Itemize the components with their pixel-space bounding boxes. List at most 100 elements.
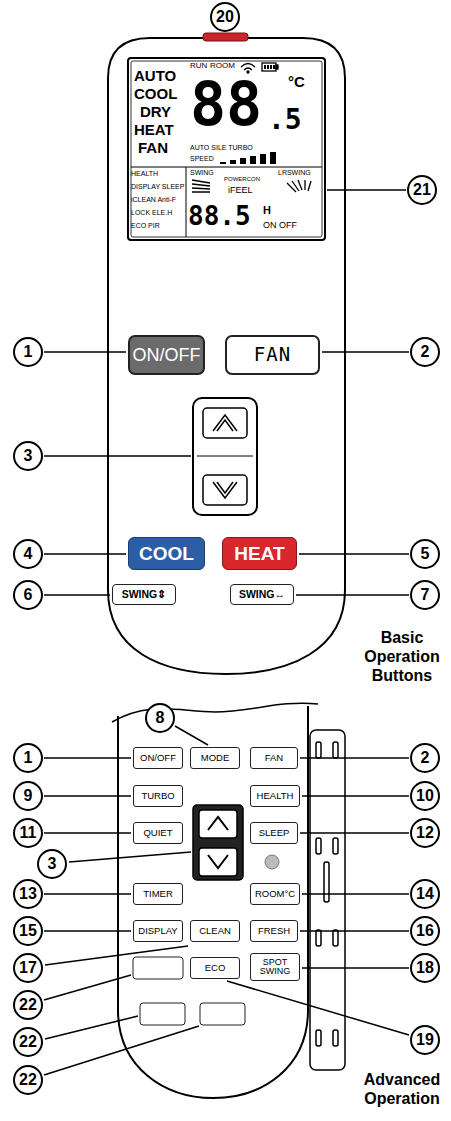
rocker-button <box>208 817 228 830</box>
callout-number: 2 <box>410 743 440 773</box>
lcd-text: H <box>263 205 271 216</box>
callout-number: 11 <box>13 818 43 848</box>
lcd-screen <box>128 58 325 240</box>
callout-number: 14 <box>410 879 440 909</box>
battery-cover <box>333 838 338 854</box>
callout-number: 13 <box>13 879 43 909</box>
button: CLEAN <box>190 920 240 942</box>
button-text: SWING⇕ <box>122 589 167 600</box>
remote-body-lower <box>112 703 318 722</box>
rocker-button <box>213 482 237 498</box>
battery-cover <box>333 742 338 758</box>
lcd-text: SWING <box>190 169 214 176</box>
swing-icon <box>192 180 210 192</box>
button: SPOT SWING <box>250 953 300 981</box>
swing-icon <box>287 180 311 192</box>
battery-cover <box>333 1030 338 1046</box>
button: SWING↔ <box>230 584 294 605</box>
callout-number: 4 <box>13 539 43 569</box>
section-label: Basic Operation Buttons <box>356 628 448 685</box>
rocker-button <box>193 398 257 515</box>
lcd-text: °C <box>288 74 305 89</box>
leader-line <box>300 930 409 932</box>
button-text: TURBO <box>141 791 174 801</box>
lcd-text: COOL <box>134 86 177 101</box>
button-text: DISPLAY <box>138 926 177 936</box>
lcd-screen <box>186 167 187 237</box>
button-text: FAN <box>254 345 291 365</box>
callout-number: 15 <box>13 916 43 946</box>
rocker-button <box>203 408 247 438</box>
button-text: SLEEP <box>259 828 290 838</box>
lcd-text: SPEED <box>190 155 214 162</box>
button-text: ON/OFF <box>140 753 176 763</box>
leader-line <box>302 893 409 895</box>
button-text: FAN <box>265 753 283 763</box>
rocker-button <box>199 848 237 876</box>
callout-number: 19 <box>410 1025 440 1055</box>
rocker-button <box>203 475 247 505</box>
lcd-text: HEAT <box>134 122 174 137</box>
callout-number: 12 <box>410 818 440 848</box>
leader-line <box>45 946 188 965</box>
button: TURBO <box>133 785 183 807</box>
lcd-icons <box>273 65 275 69</box>
battery-cover <box>310 730 345 1070</box>
button-text: SWING↔ <box>239 589 285 600</box>
leader-line <box>227 981 409 1035</box>
lcd-text: AUTO SILE TURBO <box>190 144 253 151</box>
rocker-button <box>193 805 243 880</box>
callout-number: 5 <box>410 539 440 569</box>
button: DISPLAY <box>133 920 183 942</box>
leader-line <box>300 832 409 834</box>
remote-body-lower <box>112 703 318 1098</box>
callout-number: 22 <box>13 1065 43 1095</box>
lcd-text: POWERCON <box>224 176 260 182</box>
lcd-icons <box>262 63 276 71</box>
lcd-text: ROOM <box>210 62 235 70</box>
leader-line <box>44 594 110 596</box>
leader-line <box>44 893 131 895</box>
speed-bars <box>240 158 246 164</box>
button: COOL <box>128 537 205 570</box>
callout-number: 17 <box>13 953 43 983</box>
leader-line <box>322 351 409 353</box>
speed-bars <box>250 156 256 164</box>
remote-body-lower <box>118 706 308 1098</box>
sensor-dot <box>265 855 279 869</box>
lcd-text: 88 <box>190 74 262 134</box>
button-text: QUIET <box>143 828 172 838</box>
lcd-icons <box>247 71 249 73</box>
lcd-text: HEALTH <box>131 170 158 177</box>
lcd-screen <box>131 167 186 168</box>
leader-line <box>299 553 409 555</box>
button: HEAT <box>222 537 297 570</box>
lcd-text: ECO PIR <box>131 222 160 229</box>
lcd-text: DRY <box>140 104 171 119</box>
button: ON/OFF <box>133 747 183 769</box>
blank-button <box>133 957 245 1025</box>
button-text: ROOM°C <box>255 889 295 899</box>
button-text: FRESH <box>258 926 290 936</box>
button: FRESH <box>250 920 298 942</box>
ir-emitter <box>203 33 248 41</box>
battery-cover <box>316 838 321 854</box>
lcd-icons <box>276 65 278 69</box>
button-text: HEALTH <box>257 791 294 801</box>
speed-bars <box>260 154 266 164</box>
leader-line <box>302 795 409 797</box>
leader-line <box>302 967 409 969</box>
callout-number: 3 <box>13 441 43 471</box>
leader-line <box>327 189 406 191</box>
speed-bars <box>220 162 226 164</box>
battery-cover <box>316 930 321 946</box>
rocker-button <box>213 415 237 431</box>
button: ECO <box>190 957 240 979</box>
callout-number: 2 <box>410 337 440 367</box>
lcd-icons <box>241 64 255 68</box>
lcd-text: ON OFF <box>263 221 297 230</box>
section-label: Advanced Operation <box>356 1070 448 1108</box>
rocker-button <box>193 805 243 880</box>
leader-line <box>175 726 208 745</box>
lcd-text: AUTO <box>134 68 176 83</box>
